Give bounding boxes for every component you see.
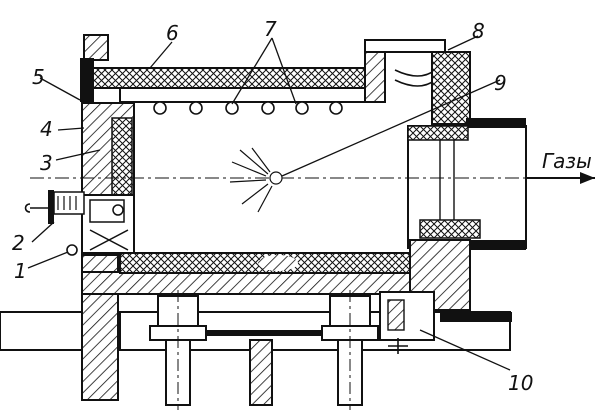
leader-lines (27, 35, 511, 371)
flame-rays (229, 147, 283, 213)
label-7: 7 (264, 17, 277, 41)
label-1: 1 (14, 259, 27, 283)
label-3: 3 (40, 151, 53, 175)
heating-coils (153, 101, 343, 115)
label-6: 6 (166, 21, 179, 45)
label-2: 2 (12, 231, 25, 255)
top-inner-lining (119, 87, 383, 103)
top-left-cap (83, 34, 109, 61)
gas-label: Газы (542, 149, 592, 173)
gas-arrow (526, 172, 595, 184)
label-5: 5 (32, 65, 45, 89)
outlet-pipe (407, 118, 527, 250)
label-4: 4 (40, 117, 53, 141)
right-top-flange (364, 39, 446, 53)
label-9: 9 (494, 71, 507, 95)
label-10: 10 (508, 371, 533, 395)
label-8: 8 (472, 19, 485, 43)
top-lining (91, 67, 383, 89)
support-legs (149, 295, 379, 406)
